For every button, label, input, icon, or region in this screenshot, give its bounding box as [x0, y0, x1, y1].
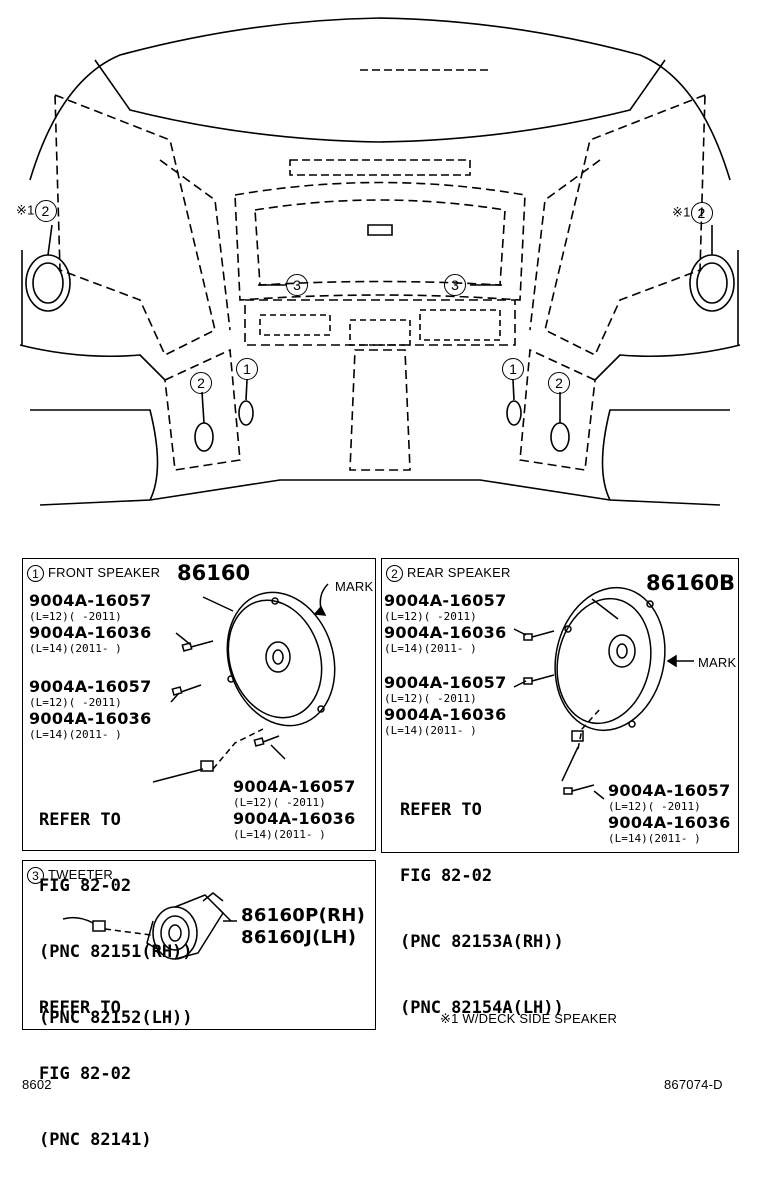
rear-mark-label: MARK	[698, 655, 737, 670]
front-screw-group-mid: 9004A-16057 (L=12)( -2011) 9004A-16036 (…	[29, 677, 152, 741]
front-screw-group-bottom: 9004A-16057 (L=12)( -2011) 9004A-16036 (…	[233, 777, 356, 841]
tweeter-callout-left: 3	[286, 274, 312, 296]
rear-speaker-callout-right: 2	[548, 372, 574, 394]
figure-number: 8602	[22, 1077, 52, 1092]
tweeter-refer-note: REFER TO FIG 82-02 (PNC 82141)	[39, 998, 152, 1150]
rear-screw-group-mid: 9004A-16057 (L=12)( -2011) 9004A-16036 (…	[384, 673, 507, 737]
illustration-id: 867074-D	[664, 1077, 723, 1092]
front-speaker-callout-right: 1	[502, 358, 528, 380]
front-speaker-part-number: 86160	[177, 561, 251, 585]
footnote-deck-side-speaker: ※1 W/DECK SIDE SPEAKER	[440, 1011, 618, 1026]
rear-screw-group-bottom: 9004A-16057 (L=12)( -2011) 9004A-16036 (…	[608, 781, 731, 845]
rear-refer-note: REFER TO FIG 82-02 (PNC 82153A(RH)) (PNC…	[400, 800, 564, 1018]
rear-speaker-part-number: 86160B	[646, 571, 736, 595]
rear-speaker-callout-left: 2	[190, 372, 216, 394]
front-screw-group-top: 9004A-16057 (L=12)( -2011) 9004A-16036 (…	[29, 591, 152, 655]
rear-screw-group-top: 9004A-16057 (L=12)( -2011) 9004A-16036 (…	[384, 591, 507, 655]
front-mark-label: MARK	[335, 579, 374, 594]
tweeter-part-numbers: 86160P(RH) 86160J(LH)	[241, 905, 366, 948]
front-speaker-callout-left: 1	[236, 358, 262, 380]
tweeter-callout-right: 3	[444, 274, 470, 296]
